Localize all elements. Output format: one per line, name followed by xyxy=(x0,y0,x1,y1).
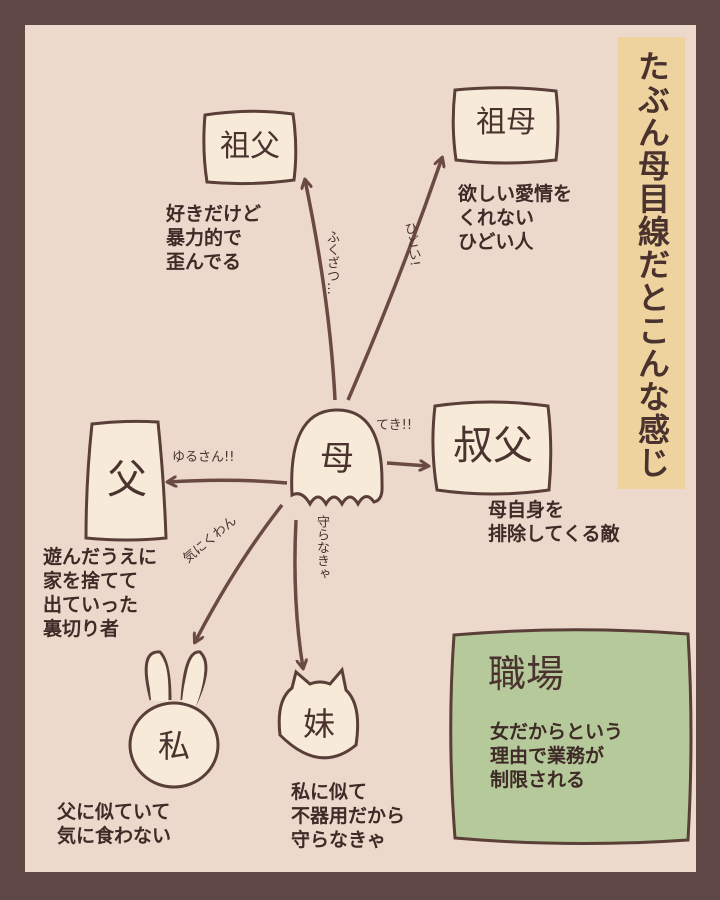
arrow-to-sobo xyxy=(346,158,442,401)
node-watashi-label: 私 xyxy=(157,727,190,765)
arrow-to-imouto xyxy=(293,519,303,668)
arrow-to-chichi xyxy=(168,480,288,483)
node-shokuba-box xyxy=(449,628,693,846)
node-sobo-description: 欲しい愛情を くれない ひどい人 xyxy=(458,183,573,253)
node-sofu-box xyxy=(202,109,298,186)
node-chichi-description: 遊んだうえに 家を捨てて 出ていった 裏切り者 xyxy=(43,546,158,640)
node-sobo-box xyxy=(451,86,560,165)
arrow-to-sofu xyxy=(305,180,337,401)
arrow-to-watashi xyxy=(195,503,284,642)
node-imouto-cat xyxy=(277,666,360,760)
node-sofu-label: 祖父 xyxy=(220,129,280,164)
edge-label-to-sofu: ふくざつ… xyxy=(324,230,339,295)
edge-label-to-imouto: 守らなきゃ xyxy=(314,515,329,580)
node-shokuba-description: 女だからという 理由で業務が 制限される xyxy=(490,721,624,791)
title-banner xyxy=(618,37,685,489)
node-sofu-description: 好きだけど 暴力的で 歪んでる xyxy=(166,203,262,273)
edge-label-to-chichi: ゆるさん!! xyxy=(172,450,235,465)
node-chichi-label: 父 xyxy=(107,457,147,503)
arrow-to-oji xyxy=(386,463,428,466)
node-watashi-description: 父に似ていて 気に食わない xyxy=(57,801,172,847)
node-watashi-body xyxy=(128,701,220,789)
node-oji-description: 母自身を 排除してくる敵 xyxy=(488,499,620,545)
node-imouto-label: 妹 xyxy=(302,705,335,743)
page-title: たぶん母目線だとこんな感じ xyxy=(633,50,671,479)
node-oji-box xyxy=(431,400,553,496)
node-sobo-label: 祖母 xyxy=(476,105,536,140)
node-haha-ghost xyxy=(290,408,384,508)
node-oji-label: 叔父 xyxy=(453,423,533,469)
node-haha-label: 母 xyxy=(320,439,354,479)
node-shokuba-label: 職場 xyxy=(488,652,565,696)
node-chichi-box xyxy=(84,419,168,542)
node-imouto-description: 私に似て 不器用だから 守らなきゃ xyxy=(291,781,406,851)
edge-label-to-oji: てき!! xyxy=(376,418,413,433)
